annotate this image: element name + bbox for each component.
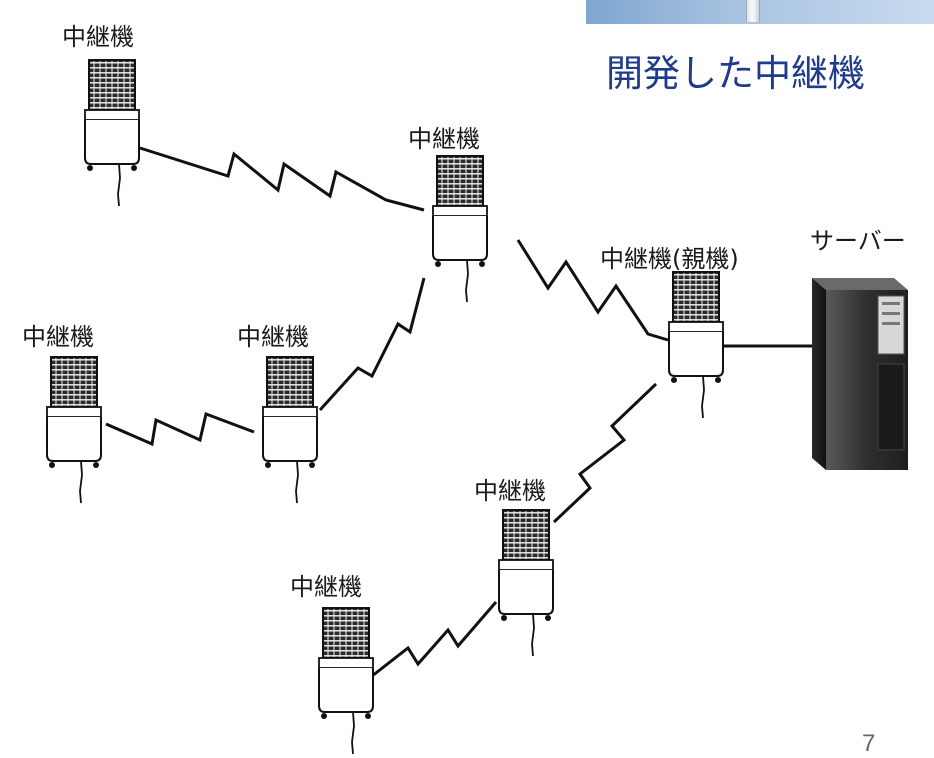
relay-parent — [668, 271, 724, 419]
relay-bottom — [318, 607, 374, 755]
relay-pole-photo — [746, 0, 760, 22]
label-relay-left: 中継機 — [22, 323, 94, 351]
link-left-to-mid-left — [105, 411, 255, 447]
relay-lower-mid — [498, 509, 554, 657]
label-server: サーバー — [810, 227, 906, 255]
label-relay-lower-mid: 中継機 — [474, 477, 546, 505]
label-relay-bottom: 中継機 — [290, 573, 362, 601]
link-top-left-to-center — [139, 146, 425, 212]
link-lower-mid-to-parent — [552, 382, 658, 524]
label-relay-parent: 中継機(親機) — [600, 245, 739, 273]
relay-center — [432, 155, 488, 303]
relay-left — [46, 356, 102, 504]
label-relay-mid-left: 中継機 — [237, 323, 309, 351]
link-mid-left-to-center — [318, 277, 426, 412]
link-bottom-to-lower-mid — [371, 601, 498, 678]
page-number: 7 — [862, 730, 876, 757]
relay-mid-left — [262, 356, 318, 504]
slide-headline: 開発した中継機 — [606, 52, 865, 95]
label-relay-center: 中継機 — [408, 125, 480, 153]
server-icon — [812, 278, 908, 470]
label-relay-top-left: 中継機 — [62, 23, 134, 51]
relay-top-left — [84, 59, 140, 207]
relay-photo-strip — [586, 0, 934, 24]
link-center-to-parent — [516, 239, 669, 342]
